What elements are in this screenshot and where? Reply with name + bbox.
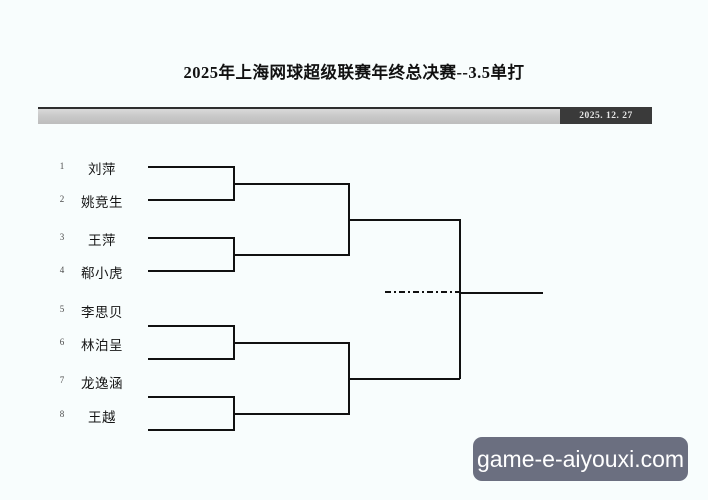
champion-line — [459, 292, 543, 294]
round1-line-p1 — [148, 166, 234, 168]
player-name: 王越 — [88, 410, 116, 425]
seed-number: 3 — [59, 232, 65, 242]
page-title: 2025年上海网球超级联赛年终总决赛--3.5单打 — [183, 63, 525, 82]
seed-number: 1 — [59, 161, 65, 171]
round2-line-qf3 — [233, 342, 349, 344]
seed-number: 5 — [59, 304, 65, 314]
player-name: 姚竞生 — [81, 195, 123, 210]
seed-number: 2 — [59, 194, 65, 204]
player-name: 刘萍 — [88, 162, 116, 177]
round3-line-sf1 — [348, 219, 460, 221]
round2-line-qf4 — [233, 413, 349, 415]
round3-line-sf2 — [348, 378, 460, 380]
round1-line-p2 — [148, 199, 234, 201]
round1-line-p4 — [148, 270, 234, 272]
player-name: 林泊呈 — [81, 338, 123, 353]
round1-line-p5 — [148, 325, 234, 327]
round2-line-qf1 — [233, 183, 349, 185]
player-name: 王萍 — [88, 233, 116, 248]
player-name: 郗小虎 — [81, 266, 123, 281]
seed-number: 7 — [59, 375, 65, 385]
watermark: game-e-aiyouxi.com — [473, 437, 688, 481]
round2-line-qf2 — [233, 254, 349, 256]
seed-number: 4 — [59, 265, 65, 275]
header-bar: 2025. 12. 27 — [38, 107, 652, 124]
round1-line-p3 — [148, 237, 234, 239]
seed-number: 6 — [59, 337, 65, 347]
round1-line-p6 — [148, 358, 234, 360]
player-name: 李思贝 — [81, 305, 123, 320]
round1-line-p8 — [148, 429, 234, 431]
final-connector — [459, 219, 461, 379]
round1-line-p7 — [148, 396, 234, 398]
champion-dashed-line — [385, 291, 460, 293]
date-badge: 2025. 12. 27 — [560, 107, 652, 124]
seed-number: 8 — [59, 409, 65, 419]
player-name: 龙逸涵 — [81, 376, 123, 391]
